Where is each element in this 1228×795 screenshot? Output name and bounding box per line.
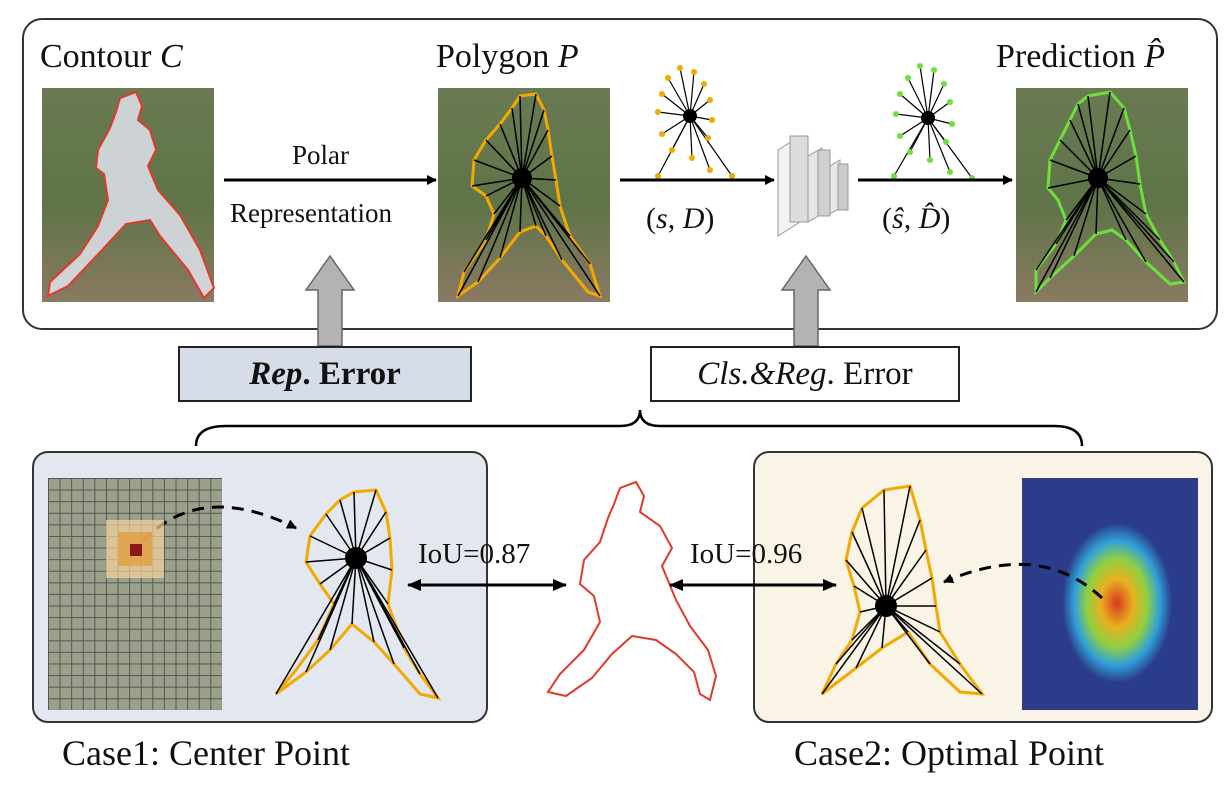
heatmap-photo <box>1022 478 1198 710</box>
representation-label: Representation <box>230 198 392 228</box>
network-icon <box>777 135 849 237</box>
polygon-shape <box>455 92 603 300</box>
cls-reg-error-box: Cls.&Reg. Error <box>650 346 960 402</box>
case1-polygon <box>274 488 442 701</box>
prediction-shape <box>1034 90 1187 296</box>
polygon-title: Polygon P <box>436 38 579 75</box>
prediction-photo <box>1016 88 1188 302</box>
iou-case2-label: IoU=0.96 <box>690 538 803 570</box>
shat-star <box>891 63 975 181</box>
contour-title: Contour C <box>40 38 183 75</box>
case1-caption: Case1: Center Point <box>62 733 350 773</box>
rep-error-box: Rep. Error <box>178 346 472 402</box>
center-heat <box>106 520 164 578</box>
case2-caption: Case2: Optimal Point <box>794 733 1104 773</box>
shatD-label: (ŝ, D̂) <box>882 202 951 235</box>
sD-label: (s, D) <box>646 202 715 235</box>
prediction-title: Prediction P̂ <box>996 38 1166 75</box>
sD-star <box>655 65 735 179</box>
grid-photo <box>48 478 222 710</box>
iou-case1-label: IoU=0.87 <box>418 538 531 570</box>
brace <box>194 409 1084 447</box>
contour-shape <box>46 90 216 300</box>
polar-label: Polar <box>292 140 349 170</box>
case2-polygon <box>820 484 986 696</box>
dashed-arrows <box>140 505 1104 600</box>
gt-contour <box>546 480 718 702</box>
